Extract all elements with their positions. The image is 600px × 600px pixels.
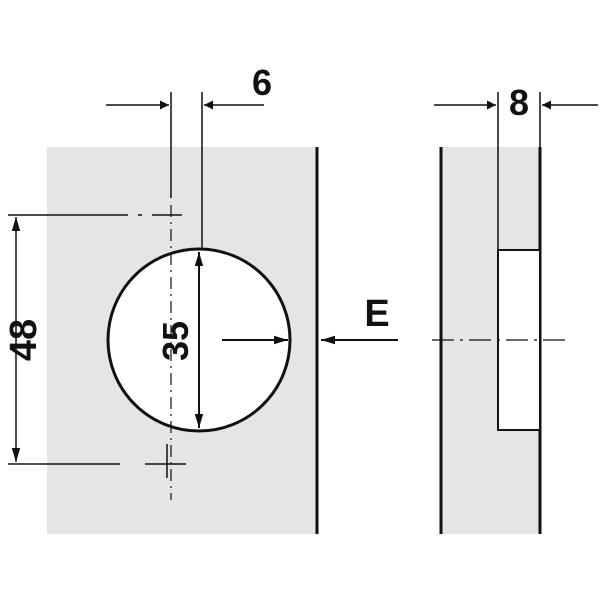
side-view: 8 xyxy=(432,82,598,534)
cup-recess xyxy=(497,249,541,431)
height-dimension: 48 xyxy=(3,214,184,465)
thickness-label: 8 xyxy=(509,82,529,123)
offset-dimension: 6 xyxy=(106,62,272,250)
screw-hole-mark xyxy=(145,444,186,478)
offset-label: 6 xyxy=(252,62,272,103)
edge-label: E xyxy=(364,293,389,335)
diameter-label: 35 xyxy=(155,321,196,361)
height-label: 48 xyxy=(3,319,45,361)
front-view: 35 6 48 E xyxy=(3,62,398,534)
thickness-dimension: 8 xyxy=(434,82,598,147)
diameter-dimension: 35 xyxy=(155,252,204,428)
edge-distance-dimension: E xyxy=(321,293,398,345)
